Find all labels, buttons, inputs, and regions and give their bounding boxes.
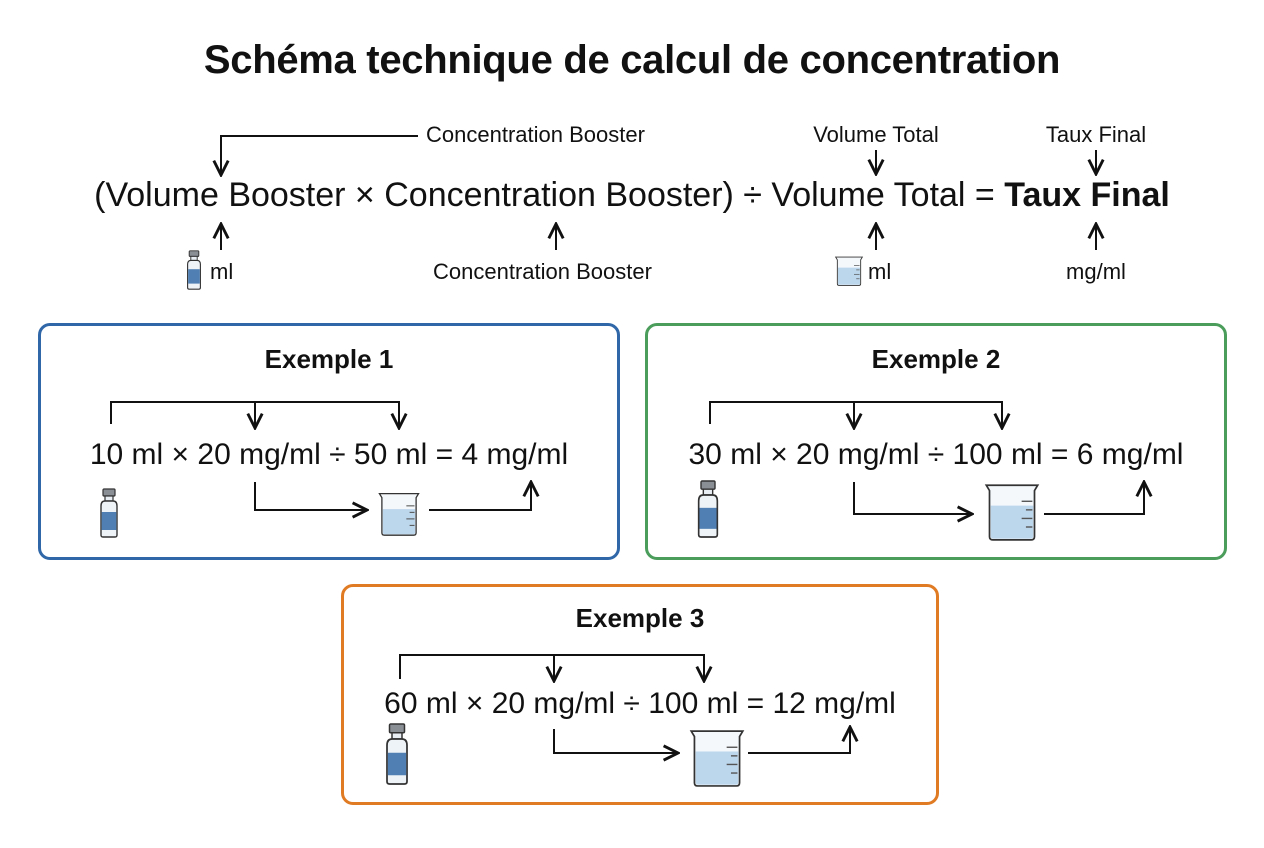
label-bottom-concentration: Concentration Booster xyxy=(433,259,652,284)
vial-icon xyxy=(100,488,118,538)
beaker-icon xyxy=(690,730,744,787)
label-bottom-ml-1: ml xyxy=(210,259,234,284)
example-2-title: Exemple 2 xyxy=(871,344,1001,374)
example-2-box: Exemple 2 30 ml × 20 mg/ml ÷ 100 ml = 6 … xyxy=(645,323,1227,560)
label-top-concentration: Concentration Booster xyxy=(426,122,645,147)
example-1-equation: 10 ml × 20 mg/ml ÷ 50 ml = 4 mg/ml xyxy=(89,438,569,471)
example-1-box: Exemple 1 10 ml × 20 mg/ml ÷ 50 ml = 4 m… xyxy=(38,323,620,560)
beaker-icon xyxy=(378,492,420,536)
formula-connectors xyxy=(187,135,1264,290)
vial-icon xyxy=(697,480,719,538)
formula-result: Taux Final xyxy=(1004,176,1170,214)
label-bottom-mgml: mg/ml xyxy=(1066,259,1126,284)
example-3-connectors xyxy=(386,654,936,787)
example-2-connectors xyxy=(697,401,1224,541)
formula-left: (Volume Booster × Concentration Booster)… xyxy=(94,176,1005,214)
example-1-title: Exemple 1 xyxy=(264,344,394,374)
example-1-connectors xyxy=(100,401,617,538)
label-top-volume: Volume Total xyxy=(813,122,939,147)
vial-icon xyxy=(386,723,408,785)
label-bottom-ml-2: ml xyxy=(868,259,892,284)
beaker-icon xyxy=(985,484,1039,541)
example-3-title: Exemple 3 xyxy=(575,603,705,633)
label-top-taux: Taux Final xyxy=(1045,122,1147,147)
page-title: Schéma technique de calcul de concentrat… xyxy=(203,38,1061,82)
example-3-box: Exemple 3 60 ml × 20 mg/ml ÷ 100 ml = 12… xyxy=(341,584,939,805)
vial-icon xyxy=(187,250,201,290)
example-3-equation: 60 ml × 20 mg/ml ÷ 100 ml = 12 mg/ml xyxy=(384,687,896,720)
main-formula: (Volume Booster × Concentration Booster)… xyxy=(0,176,1264,215)
example-2-equation: 30 ml × 20 mg/ml ÷ 100 ml = 6 mg/ml xyxy=(688,438,1184,471)
beaker-icon xyxy=(835,256,863,286)
